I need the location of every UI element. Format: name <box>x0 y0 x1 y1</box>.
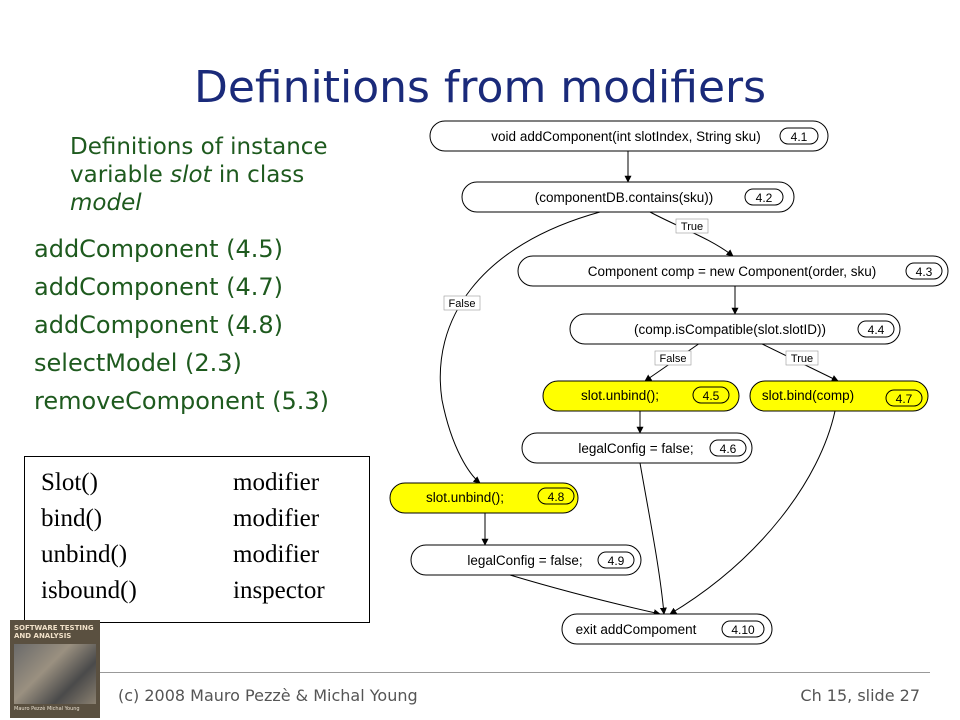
node-text: legalConfig = false; <box>578 441 693 456</box>
node-id: 4.8 <box>548 490 565 504</box>
method-name: bind() <box>41 505 103 532</box>
method-kind: modifier <box>233 505 320 532</box>
intro-line-2a: variable <box>70 162 171 188</box>
node-text: exit addCompoment <box>576 622 697 637</box>
node-4.1: void addComponent(int slotIndex, String … <box>429 120 829 152</box>
edge-labels: True False False True <box>443 218 819 366</box>
node-id: 4.4 <box>868 323 885 337</box>
method-name: isbound() <box>41 577 137 604</box>
definition-list: addComponent (4.5) addComponent (4.7) ad… <box>34 230 329 420</box>
node-id: 4.9 <box>608 554 625 568</box>
intro-text: Definitions of instance variable slot in… <box>70 133 410 217</box>
edge-4.9-4.10 <box>509 574 661 617</box>
edge-4.6-4.10 <box>639 462 667 615</box>
intro-line-2c: in class <box>211 162 305 188</box>
book-authors: Mauro Pezzè Michal Young <box>14 706 80 712</box>
intro-line-2: variable slot in class <box>70 161 410 189</box>
node-4.3: Component comp = new Component(order, sk… <box>517 255 949 287</box>
method-kind: modifier <box>233 469 320 496</box>
node-id: 4.6 <box>720 442 737 456</box>
graph-edges <box>439 151 839 617</box>
node-4.2: (componentDB.contains(sku)) 4.2 <box>461 181 795 213</box>
node-4.7: slot.bind(comp) 4.7 <box>749 380 929 412</box>
node-text: slot.bind(comp) <box>762 388 854 403</box>
method-name: unbind() <box>41 541 128 568</box>
definition-item: addComponent (4.7) <box>34 273 284 301</box>
node-4.4: (comp.isCompatible(slot.slotID)) 4.4 <box>569 313 901 345</box>
method-name: Slot() <box>41 469 98 496</box>
edge-label-false: False <box>449 298 476 310</box>
node-4.5: slot.unbind(); 4.5 <box>542 380 740 412</box>
node-text: (comp.isCompatible(slot.slotID)) <box>634 322 826 337</box>
method-kind: modifier <box>233 541 320 568</box>
definition-item: addComponent (4.5) <box>34 235 284 263</box>
book-cover-logo: SOFTWARE TESTING AND ANALYSIS Mauro Pezz… <box>10 620 100 718</box>
definition-item: selectModel (2.3) <box>34 349 242 377</box>
intro-model: model <box>70 190 142 216</box>
edge-4.7-4.10 <box>669 410 836 615</box>
edge-label-true: True <box>791 353 813 365</box>
node-text: legalConfig = false; <box>467 553 582 568</box>
methods-table: Slot() modifier bind() modifier unbind() mo… <box>24 456 370 623</box>
node-text: slot.unbind(); <box>426 490 504 505</box>
edge-label-true: True <box>681 221 703 233</box>
intro-slot: slot <box>170 162 212 188</box>
node-4.9: legalConfig = false; 4.9 <box>410 544 642 576</box>
node-id: 4.1 <box>791 130 808 144</box>
node-id: 4.7 <box>896 392 913 406</box>
method-kind: inspector <box>233 577 325 604</box>
node-text: Component comp = new Component(order, sk… <box>588 264 877 279</box>
book-cover-image <box>14 644 96 704</box>
node-text: slot.unbind(); <box>581 388 659 403</box>
definition-item: removeComponent (5.3) <box>34 387 329 415</box>
edge-4.2-4.3 <box>649 211 734 257</box>
node-text: (componentDB.contains(sku)) <box>535 190 714 205</box>
footer-copyright: (c) 2008 Mauro Pezzè & Michal Young <box>118 686 418 705</box>
intro-line-1: Definitions of instance <box>70 134 328 160</box>
node-4.6: legalConfig = false; 4.6 <box>521 432 753 464</box>
node-id: 4.3 <box>916 265 933 279</box>
node-id: 4.5 <box>703 389 720 403</box>
node-id: 4.10 <box>731 623 755 637</box>
book-title: SOFTWARE TESTING AND ANALYSIS <box>14 624 94 640</box>
node-text: void addComponent(int slotIndex, String … <box>491 129 760 144</box>
edge-4.2-4.8 <box>439 211 601 484</box>
node-4.10: exit addCompoment 4.10 <box>561 613 773 645</box>
slide-title: Definitions from modifiers <box>193 62 767 113</box>
edge-label-false: False <box>660 353 687 365</box>
footer-divider <box>100 672 930 673</box>
definition-item: addComponent (4.8) <box>34 311 284 339</box>
node-id: 4.2 <box>756 191 773 205</box>
node-4.8: slot.unbind(); 4.8 <box>389 482 579 514</box>
footer-slide-number: Ch 15, slide 27 <box>800 686 920 705</box>
